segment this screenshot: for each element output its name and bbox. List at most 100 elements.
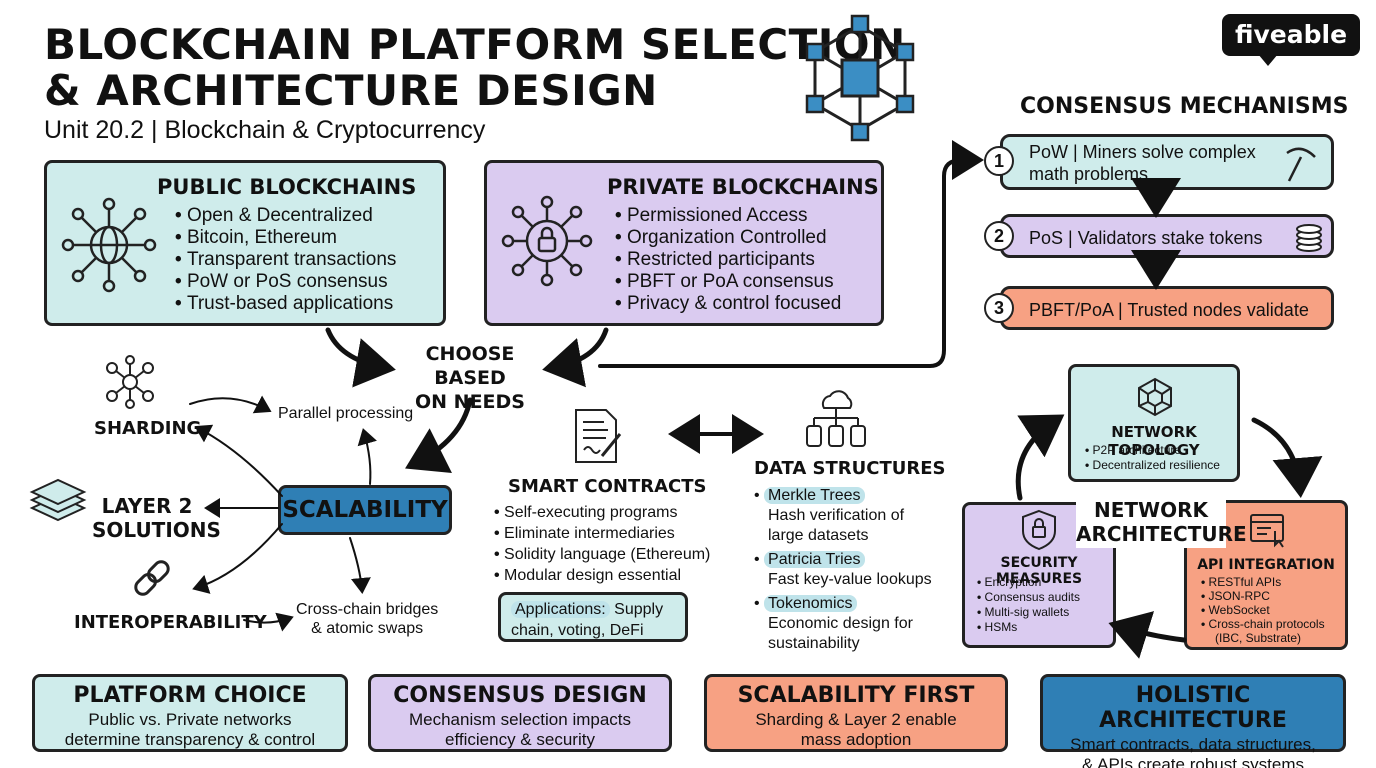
- pow-text-line-1: PoW | Miners solve complex: [1029, 142, 1256, 162]
- layers-icon: [29, 478, 87, 522]
- list-item: • Tokenomics: [754, 594, 932, 614]
- bottom-card-line-2: mass adoption: [800, 730, 912, 749]
- list-item: Cross-chain protocols: [1201, 617, 1325, 631]
- list-item: PBFT or PoA consensus: [615, 271, 841, 293]
- bottom-card-line-2: determine transparency & control: [64, 730, 316, 749]
- data-structures-list: • Merkle Trees Hash verification of larg…: [754, 486, 932, 654]
- step-number-2: 2: [984, 221, 1014, 251]
- interoperability-label: INTEROPERABILITY: [74, 612, 267, 633]
- list-item: Encryption: [977, 575, 1080, 590]
- bottom-card-line-1: Sharding & Layer 2 enable: [755, 710, 957, 729]
- arrow-scal-interop: [192, 523, 283, 594]
- page-title: BLOCKCHAIN PLATFORM SELECTION & ARCHITEC…: [44, 22, 906, 114]
- consensus-step-pbft: PBFT/PoA | Trusted nodes validate: [1000, 286, 1334, 330]
- choose-line-1: CHOOSE BASED: [425, 343, 515, 389]
- scalability-hub: SCALABILITY: [278, 485, 452, 535]
- tokenomics-tag: Tokenomics: [764, 595, 857, 612]
- bottom-card-line-1: Smart contracts, data structures,: [1070, 735, 1316, 754]
- list-item: Trust-based applications: [175, 293, 396, 315]
- list-item: Restricted participants: [615, 249, 841, 271]
- network-topology-card: NETWORK TOPOLOGY P2P architecture Decent…: [1068, 364, 1240, 482]
- coin-stack-icon: [1296, 224, 1322, 252]
- step-number-3: 3: [984, 293, 1014, 323]
- pow-text-line-2: math problems: [1029, 164, 1149, 184]
- tokenomics-desc-2: sustainability: [768, 635, 860, 652]
- database-cloud-icon: [806, 390, 866, 447]
- arrow-scal-parallel: [357, 428, 377, 485]
- bridges-line-2: & atomic swaps: [311, 620, 424, 637]
- arrow-api-security: [1108, 611, 1187, 659]
- arrow-security-topology: [1015, 414, 1065, 501]
- list-item: Privacy & control focused: [615, 293, 841, 315]
- api-integration-list: RESTful APIs JSON-RPC WebSocket Cross-ch…: [1201, 575, 1325, 631]
- consensus-design-card: CONSENSUS DESIGN Mechanism selection imp…: [368, 674, 672, 752]
- arrow-interop-bridges: [243, 612, 294, 632]
- smart-contracts-title: SMART CONTRACTS: [508, 476, 707, 497]
- arrow-topology-api: [1251, 417, 1323, 498]
- arrow-scal-bridges: [349, 537, 371, 594]
- logo-tail: [1258, 54, 1278, 66]
- applications-text-2: chain, voting, DeFi: [511, 622, 644, 639]
- network-globe-icon: [61, 197, 157, 293]
- list-item: Eliminate intermediaries: [494, 523, 710, 544]
- list-item: Self-executing programs: [494, 502, 710, 523]
- patricia-tries-tag: Patricia Tries: [764, 551, 865, 568]
- bottom-card-line-1: Public vs. Private networks: [88, 710, 292, 729]
- tokenomics-desc-1: Economic design for: [768, 615, 913, 632]
- list-item: • Patricia Tries: [754, 550, 932, 570]
- network-hub-line-1: NETWORK: [1093, 498, 1208, 522]
- api-integration-title: API INTEGRATION: [1197, 557, 1335, 573]
- list-item: P2P architecture: [1085, 443, 1220, 458]
- title-line-2: & ARCHITECTURE DESIGN: [44, 66, 658, 115]
- list-item: Modular design essential: [494, 565, 710, 586]
- network-architecture-hub: NETWORK ARCHITECTURE: [1076, 496, 1247, 548]
- bottom-card-title: HOLISTIC ARCHITECTURE: [1099, 683, 1287, 733]
- public-blockchains-title: PUBLIC BLOCKCHAINS: [157, 175, 417, 199]
- shield-lock-icon: [1022, 509, 1056, 551]
- scalability-first-card: SCALABILITY FIRST Sharding & Layer 2 ena…: [704, 674, 1008, 752]
- smart-contracts-list: Self-executing programs Eliminate interm…: [494, 502, 710, 586]
- list-item: Multi-sig wallets: [977, 605, 1080, 620]
- step-number-1: 1: [984, 146, 1014, 176]
- list-item: Bitcoin, Ethereum: [175, 227, 396, 249]
- list-item: JSON-RPC: [1201, 589, 1325, 603]
- security-measures-list: Encryption Consensus audits Multi-sig wa…: [977, 575, 1080, 635]
- bottom-card-title: CONSENSUS DESIGN: [393, 683, 647, 708]
- pbft-text: PBFT/PoA | Trusted nodes validate: [1029, 300, 1309, 320]
- page-subtitle: Unit 20.2 | Blockchain & Cryptocurrency: [44, 116, 486, 144]
- list-item: WebSocket: [1201, 603, 1325, 617]
- cube-node-icon: [1138, 377, 1172, 417]
- list-item: Consensus audits: [977, 590, 1080, 605]
- list-item: Permissioned Access: [615, 205, 841, 227]
- layer2-line-1: LAYER 2: [101, 494, 193, 518]
- list-item: Transparent transactions: [175, 249, 396, 271]
- arrow-sharding-parallel: [189, 395, 272, 414]
- list-item: Open & Decentralized: [175, 205, 396, 227]
- bottom-card-line-2: efficiency & security: [445, 730, 595, 749]
- platform-choice-card: PLATFORM CHOICE Public vs. Private netwo…: [32, 674, 348, 752]
- arrow-choose-to-consensus: [598, 140, 984, 368]
- private-blockchains-list: Permissioned Access Organization Control…: [615, 205, 841, 315]
- patricia-desc-1: Fast key-value lookups: [768, 571, 932, 588]
- merkle-trees-tag: Merkle Trees: [764, 487, 865, 504]
- network-lock-icon: [501, 195, 593, 287]
- bottom-card-title: PLATFORM CHOICE: [73, 683, 307, 708]
- list-item: Organization Controlled: [615, 227, 841, 249]
- parallel-processing-text: Parallel processing: [278, 405, 414, 422]
- network-hub-line-2: ARCHITECTURE: [1076, 522, 1247, 546]
- brand-logo: fiveable: [1222, 14, 1360, 56]
- api-window-icon: [1250, 514, 1284, 548]
- merkle-desc-1: Hash verification of: [768, 507, 905, 524]
- consensus-title: CONSENSUS MECHANISMS: [1020, 94, 1349, 119]
- public-blockchains-card: PUBLIC BLOCKCHAINS Open & Decentralized …: [44, 160, 446, 326]
- sharding-network-icon: [106, 355, 154, 409]
- applications-box: Applications: Supply chain, voting, DeFi: [498, 592, 688, 642]
- data-structures-title: DATA STRUCTURES: [754, 458, 946, 479]
- list-item: RESTful APIs: [1201, 575, 1325, 589]
- private-blockchains-card: PRIVATE BLOCKCHAINS Permissioned Access …: [484, 160, 884, 326]
- document-pen-icon: [575, 409, 622, 463]
- arrow-choose-to-scalability: [405, 397, 473, 473]
- arrow-public-to-choose: [325, 327, 396, 388]
- network-topology-list: P2P architecture Decentralized resilienc…: [1085, 443, 1220, 473]
